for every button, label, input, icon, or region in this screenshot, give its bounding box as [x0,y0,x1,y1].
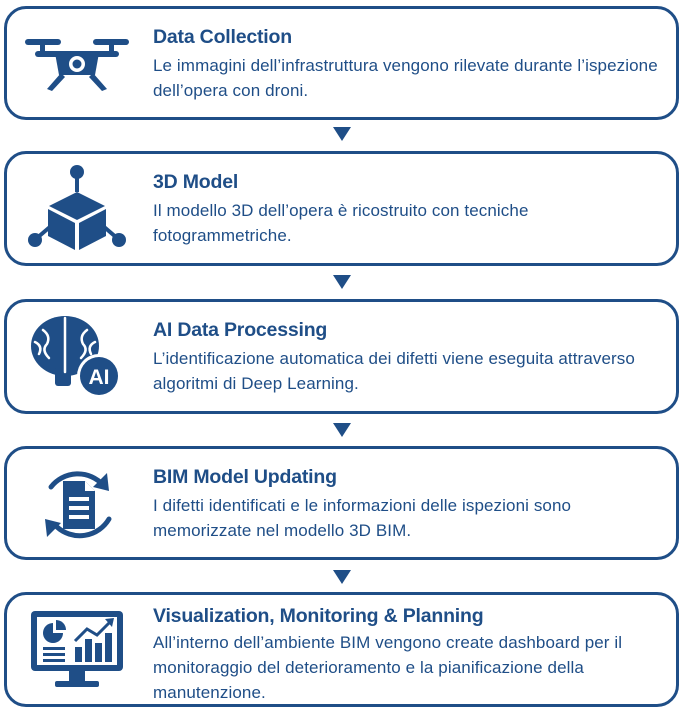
step-3d-model: 3D Model Il modello 3D dell’opera è rico… [4,151,679,266]
step-data-collection: Data Collection Le immagini dell’infrast… [4,6,679,120]
arrow-down-icon [333,570,351,584]
arrow-down-icon [333,423,351,437]
step-description: Il modello 3D dell’opera è ricostruito c… [153,201,529,245]
step-title: BIM Model Updating [153,466,337,488]
step-ai-data-processing: AI AI Data Processing L’identificazione … [4,299,679,414]
brain-ai-icon: AI [21,308,133,404]
step-description: All’interno dell’ambiente BIM vengono cr… [153,633,623,702]
step-visualization-monitoring-planning: Visualization, Monitoring & Planning All… [4,592,679,707]
step-title: 3D Model [153,171,239,193]
cube-network-icon [21,162,133,258]
step-title: Data Collection [153,26,292,48]
dashboard-monitor-icon [21,603,133,699]
ai-badge-text: AI [89,366,110,389]
step-title: AI Data Processing [153,319,328,341]
step-title: Visualization, Monitoring & Planning [153,605,484,627]
step-description: I difetti identificati e le informazioni… [153,496,572,540]
step-description: L’identificazione automatica dei difetti… [153,349,635,393]
arrow-down-icon [333,127,351,141]
arrow-down-icon [333,275,351,289]
drone-icon [21,17,133,113]
step-description: Le immagini dell’infrastruttura vengono … [153,56,658,100]
document-refresh-icon [21,457,133,553]
step-bim-model-updating: BIM Model Updating I difetti identificat… [4,446,679,560]
